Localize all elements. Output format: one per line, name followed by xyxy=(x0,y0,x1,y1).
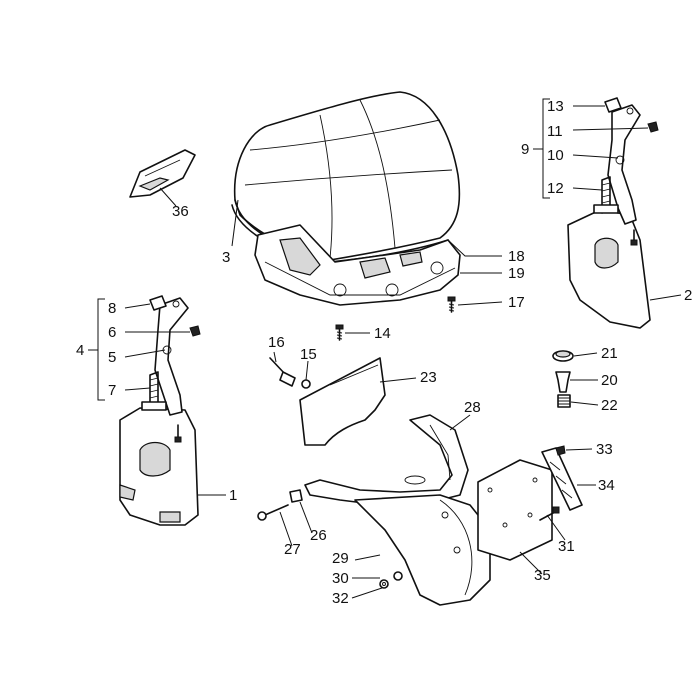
callout-34: 34 xyxy=(598,477,615,494)
part-1-side-panel-left xyxy=(119,407,199,526)
hinge-left xyxy=(141,297,189,416)
part-23-plate xyxy=(299,357,386,446)
callout-17: 17 xyxy=(508,294,525,311)
callout-4: 4 xyxy=(76,342,84,359)
callout-11: 11 xyxy=(547,123,563,140)
callout-18: 18 xyxy=(508,248,525,265)
part-8-pad-left xyxy=(149,295,167,311)
callout-8: 8 xyxy=(108,300,116,317)
part-30-32-washers xyxy=(379,571,403,589)
callout-12: 12 xyxy=(547,180,564,197)
callout-19: 19 xyxy=(508,265,525,282)
callout-9: 9 xyxy=(521,141,529,158)
callout-14: 14 xyxy=(374,325,391,342)
callout-28: 28 xyxy=(464,399,481,416)
part-19-topcase-base xyxy=(254,224,461,306)
callout-2: 2 xyxy=(684,287,692,304)
callout-22: 22 xyxy=(601,397,618,414)
callout-10: 10 xyxy=(547,147,564,164)
hinge-right xyxy=(593,104,641,225)
callout-23: 23 xyxy=(420,369,437,386)
part-2-side-panel-right xyxy=(567,209,651,329)
callout-16: 16 xyxy=(268,334,285,351)
part-28-fender-bracket xyxy=(304,414,469,506)
callout-33: 33 xyxy=(596,441,613,458)
callout-26: 26 xyxy=(310,527,327,544)
part-21-cap xyxy=(552,350,574,362)
callout-30: 30 xyxy=(332,570,349,587)
callout-36: 36 xyxy=(172,203,189,220)
part-20-bolt xyxy=(555,371,571,393)
part-22-spring xyxy=(557,394,571,408)
part-27-bolt xyxy=(257,504,289,521)
pin-left xyxy=(174,424,182,443)
callout-27: 27 xyxy=(284,541,301,558)
callout-7: 7 xyxy=(108,382,116,399)
callout-labels: 36 3 18 19 17 14 16 15 23 28 21 20 22 2 … xyxy=(76,98,692,607)
callout-32: 32 xyxy=(332,590,349,607)
screw-17 xyxy=(447,296,456,313)
callout-21: 21 xyxy=(601,345,618,362)
part-29-rear-fender xyxy=(354,494,491,606)
screw-33 xyxy=(555,445,566,456)
screw-14 xyxy=(335,324,344,341)
callout-5: 5 xyxy=(108,349,116,366)
part-26-nut xyxy=(289,489,303,503)
callout-29: 29 xyxy=(332,550,349,567)
callout-15: 15 xyxy=(300,346,317,363)
part-35-license-plate-bracket xyxy=(477,459,553,561)
callout-1: 1 xyxy=(229,487,237,504)
callout-35: 35 xyxy=(534,567,551,584)
screw-6-left xyxy=(189,325,201,337)
part-13-pad-right xyxy=(604,97,622,113)
callout-31: 31 xyxy=(558,538,575,555)
callout-6: 6 xyxy=(108,324,116,341)
leader-lines xyxy=(88,98,682,599)
callout-20: 20 xyxy=(601,372,618,389)
part-34-bracket xyxy=(541,447,583,511)
part-16-15-pin-washer xyxy=(269,357,311,389)
callout-3: 3 xyxy=(222,249,230,266)
pin-right xyxy=(630,229,638,246)
screw-11-right xyxy=(647,121,659,133)
callout-13: 13 xyxy=(547,98,564,115)
part-36-trim xyxy=(129,149,196,198)
